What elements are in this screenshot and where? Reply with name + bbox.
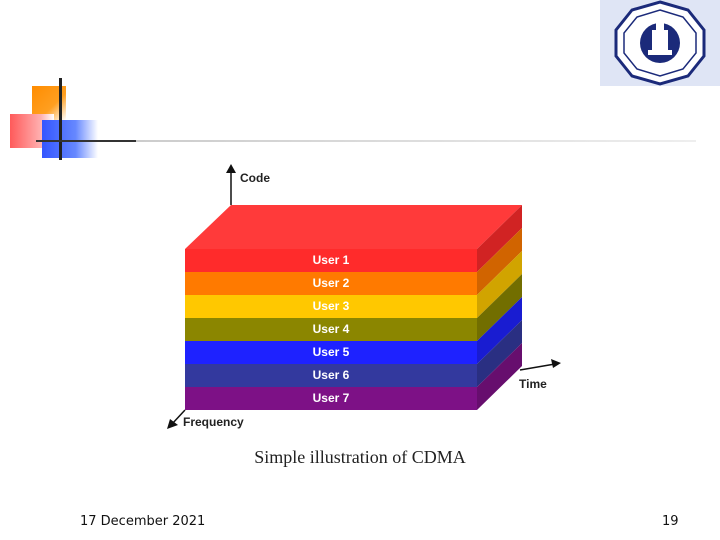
code-axis-label: Code <box>240 171 270 185</box>
user-band-label: User 2 <box>312 276 350 290</box>
time-axis <box>519 363 556 371</box>
time-axis-label: Time <box>519 377 547 391</box>
user-band-label: User 3 <box>312 299 350 313</box>
university-logo <box>600 0 720 86</box>
user-band-side <box>477 274 522 341</box>
user-band-side <box>477 228 522 295</box>
user-band-label: User 4 <box>312 322 350 336</box>
user-band-front <box>185 364 477 387</box>
user-band-side <box>477 297 522 364</box>
user-band-side <box>477 320 522 387</box>
footer-date: 17 December 2021 <box>80 514 206 529</box>
user-band-label: User 1 <box>312 253 350 267</box>
user-band-label: User 6 <box>312 368 350 382</box>
title-underline <box>136 140 696 142</box>
decor-blue-square <box>42 120 98 158</box>
user-band-front <box>185 318 477 341</box>
page-number: 19 <box>662 514 679 529</box>
user-band-front <box>185 249 477 272</box>
user-band-label: User 5 <box>312 345 350 359</box>
frequency-axis-arrow <box>167 419 178 429</box>
user-band-side <box>477 251 522 318</box>
user-band-front <box>185 272 477 295</box>
frequency-axis-label: Frequency <box>183 415 244 429</box>
university-seal-icon <box>614 0 706 86</box>
code-axis-arrow <box>226 164 236 173</box>
time-axis-arrow <box>551 359 561 368</box>
decor-horizontal-line <box>36 140 136 142</box>
user-band-label: User 7 <box>312 391 350 405</box>
cube-top-face <box>185 205 522 249</box>
user-band-front <box>185 341 477 364</box>
user-band-front <box>185 387 477 410</box>
user-band-front <box>185 295 477 318</box>
decor-vertical-line <box>59 78 62 160</box>
frequency-axis <box>171 409 186 425</box>
user-band-side <box>477 205 522 272</box>
user-band-side <box>477 343 522 410</box>
diagram-caption: Simple illustration of CDMA <box>254 447 466 467</box>
